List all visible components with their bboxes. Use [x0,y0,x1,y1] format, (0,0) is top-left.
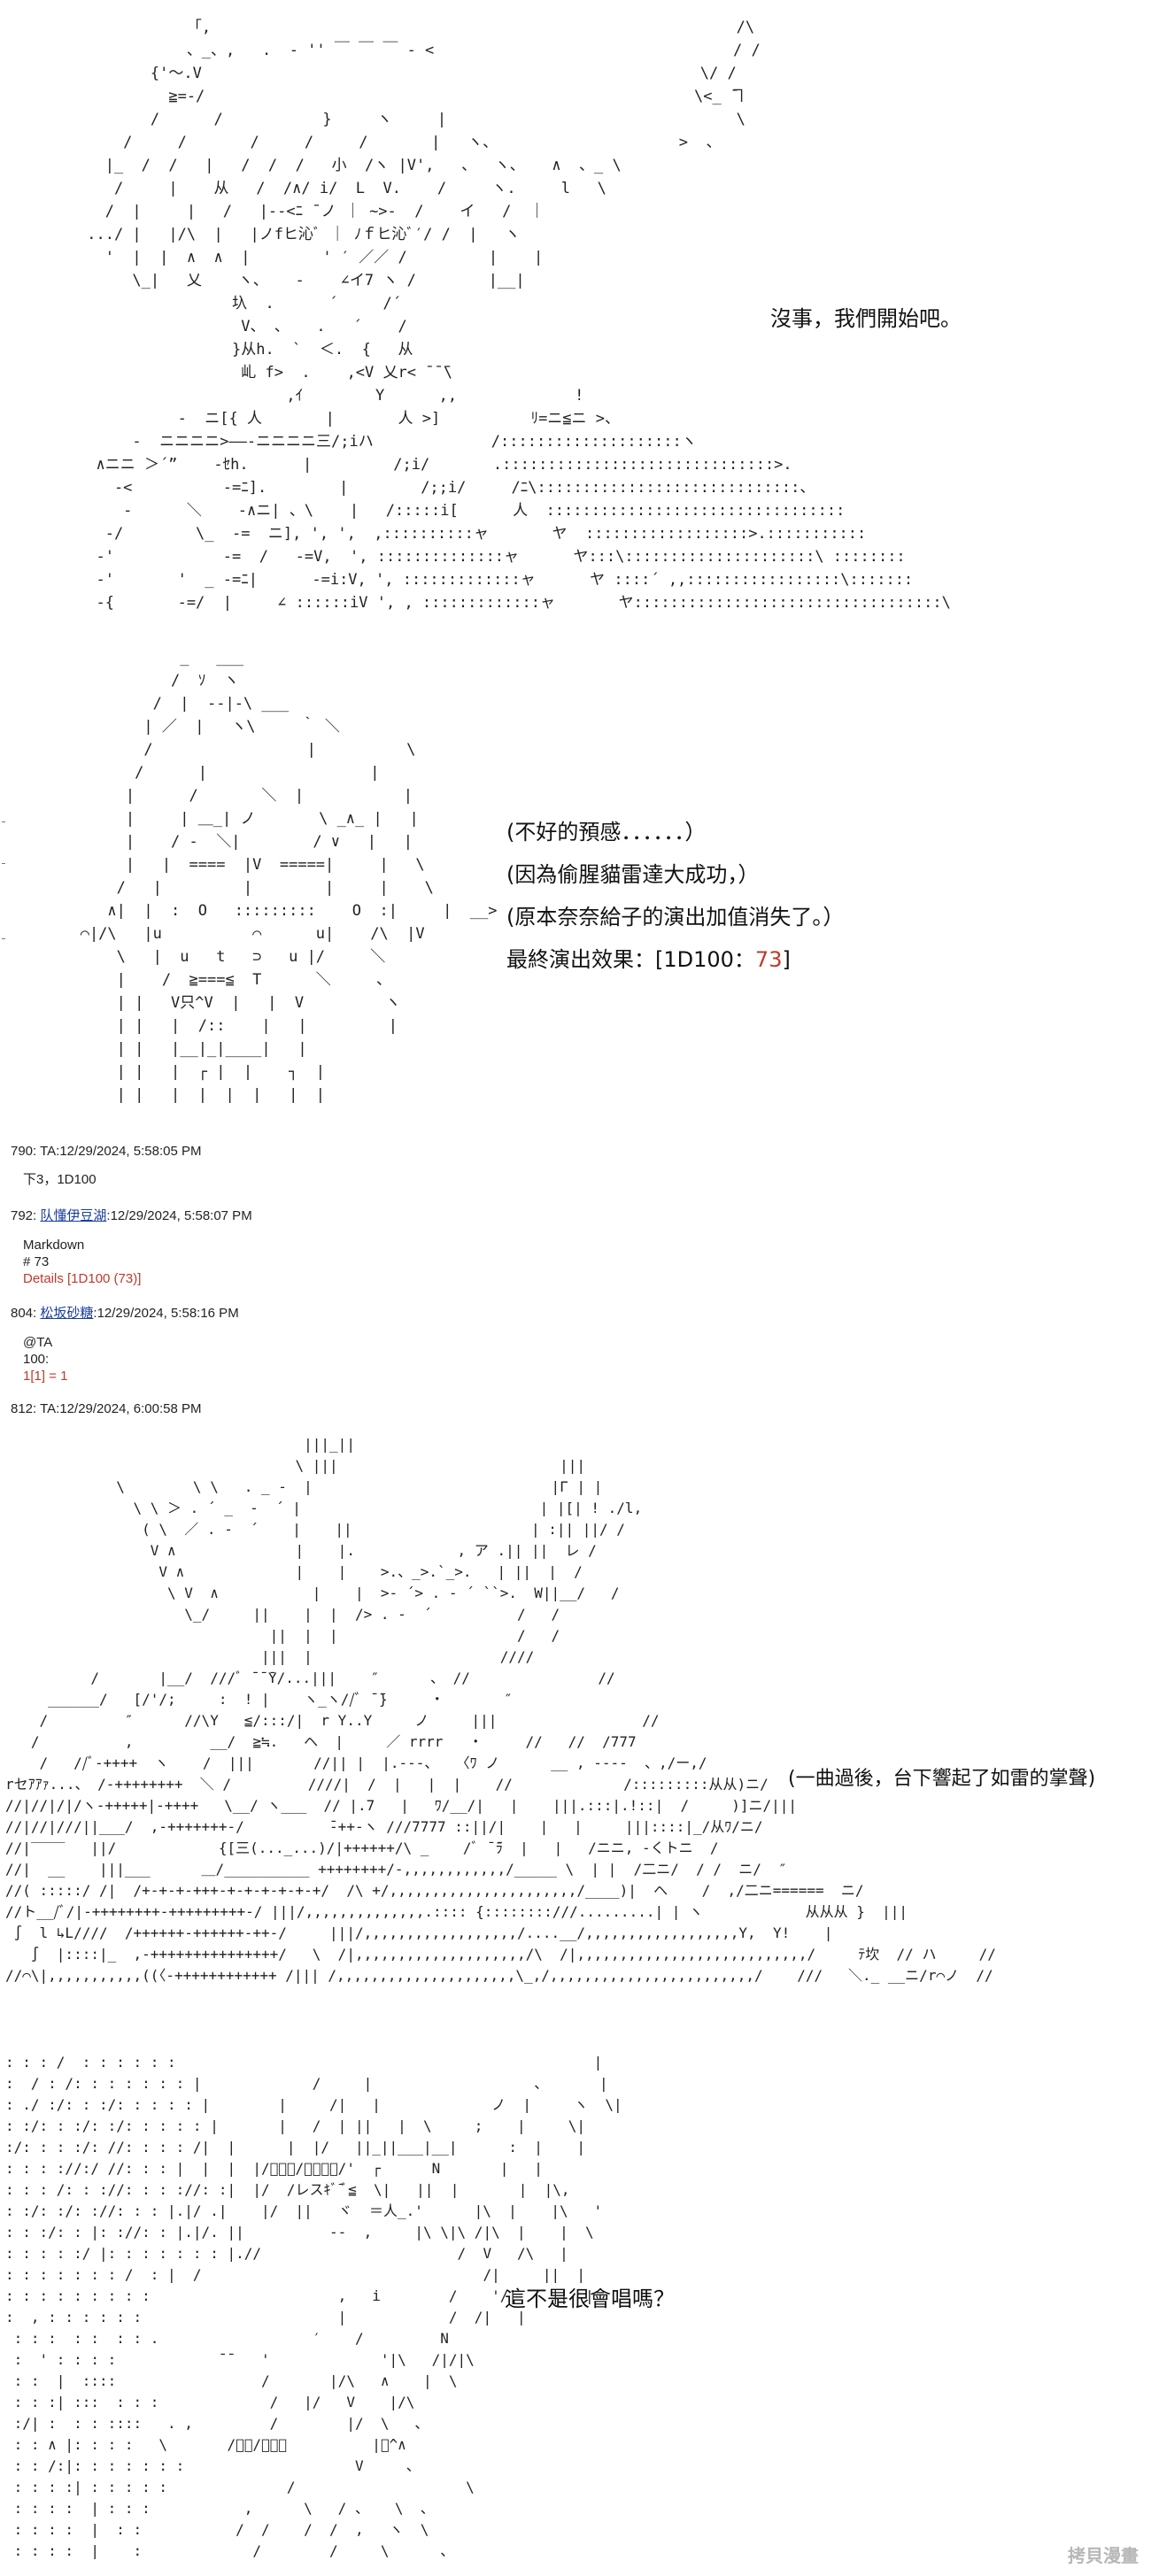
post-text: 下3，1D100 [23,1172,97,1187]
ascii-art-panel-4: : : : / : : : : : : | : / : /: : : : : :… [5,2054,622,2559]
forum-post-790: 790: TA:12/29/2024, 5:58:05 PM 下3，1D100 [11,1144,201,1188]
dialogue-line: (一曲過後，台下響起了如雷的掌聲) [788,1768,1096,1790]
margin-tick [2,821,5,822]
ascii-art-panel-2: _ ___ / ｿ ヽ / | --|-\ ___ | ／ | ヽ\ ｀ ＼ /… [80,649,498,1104]
dice-result-line: 最終演出效果：[1D100：73] [506,946,844,973]
dialogue-panel-2: (不好的預感．．．．．．） (因為偷腥貓雷達大成功，） (原本奈奈給子的演出加值… [506,819,844,989]
dialogue-panel-3: (一曲過後，台下響起了如雷的掌聲) [788,1766,1095,1809]
post-body: @TA 100: 1[1] = 1 [11,1334,239,1384]
dialogue-line: (因為偷腥貓雷達大成功，） [506,862,760,887]
dialogue-line: 沒事，我們開始吧。 [770,306,962,331]
dialogue-line: 這不是很會唱嗎？ [505,2287,675,2311]
dice-result-value: 73 [754,947,783,972]
post-time: 12/29/2024, 5:58:16 PM [97,1306,239,1321]
dice-result-label: 最終演出效果：[1D100： [506,947,755,972]
post-user[interactable]: TA [40,1401,57,1416]
post-user-link[interactable]: 队懂伊豆湖 [40,1208,107,1223]
watermark: 拷貝漫畫 [1068,2545,1139,2566]
post-header: 790: TA:12/29/2024, 5:58:05 PM [11,1144,202,1159]
post-text: 100: [23,1352,50,1367]
post-body: Markdown # 73 Details [1D100 (73)] [11,1237,252,1287]
post-header: 812: TA:12/29/2024, 6:00:58 PM [11,1401,202,1416]
post-time: 12/29/2024, 6:00:58 PM [59,1401,202,1416]
dice-details[interactable]: 1[1] = 1 [23,1369,68,1384]
post-number: 804 [11,1306,34,1321]
forum-post-792: 792: 队懂伊豆湖:12/29/2024, 5:58:07 PM Markdo… [11,1206,252,1287]
ascii-art-panel-3: |||_|| \ ||| ||| \ \ \ . _ ‐ | |Г | | \ … [5,1436,996,1984]
post-user[interactable]: TA [40,1144,57,1159]
dice-details[interactable]: Details [1D100 (73)] [23,1271,142,1286]
dice-result-close: ] [782,947,791,972]
post-number: 792 [11,1208,34,1223]
post-text: @TA [23,1335,53,1350]
dialogue-line: (不好的預感．．．．．．） [506,820,707,845]
post-header: 804: 松坂砂糖:12/29/2024, 5:58:16 PM [11,1306,239,1321]
margin-tick [2,863,5,864]
post-user-link[interactable]: 松坂砂糖 [40,1306,94,1321]
post-time: 12/29/2024, 5:58:07 PM [110,1208,252,1223]
ascii-art-panel-1: 「, /\ 、_、, . ‐ '' ￣ ￣ ￣ ‐ < / / {'〜.V [87,19,951,612]
dialogue-panel-4: 這不是很會唱嗎？ [505,2286,675,2328]
dialogue-line: (原本奈奈給子的演出加值消失了。） [506,905,845,929]
post-header: 792: 队懂伊豆湖:12/29/2024, 5:58:07 PM [11,1208,252,1223]
forum-post-812: 812: TA:12/29/2024, 6:00:58 PM [11,1401,201,1416]
forum-post-804: 804: 松坂砂糖:12/29/2024, 5:58:16 PM @TA 100… [11,1303,239,1384]
post-text: # 73 [23,1254,50,1269]
margin-tick [2,938,5,939]
dialogue-panel-1: 沒事，我們開始吧。 [770,305,962,348]
post-time: 12/29/2024, 5:58:05 PM [59,1144,202,1159]
post-body: 下3，1D100 [11,1171,201,1188]
post-number: 790 [11,1144,34,1159]
post-number: 812 [11,1401,34,1416]
post-text: Markdown [23,1238,85,1253]
